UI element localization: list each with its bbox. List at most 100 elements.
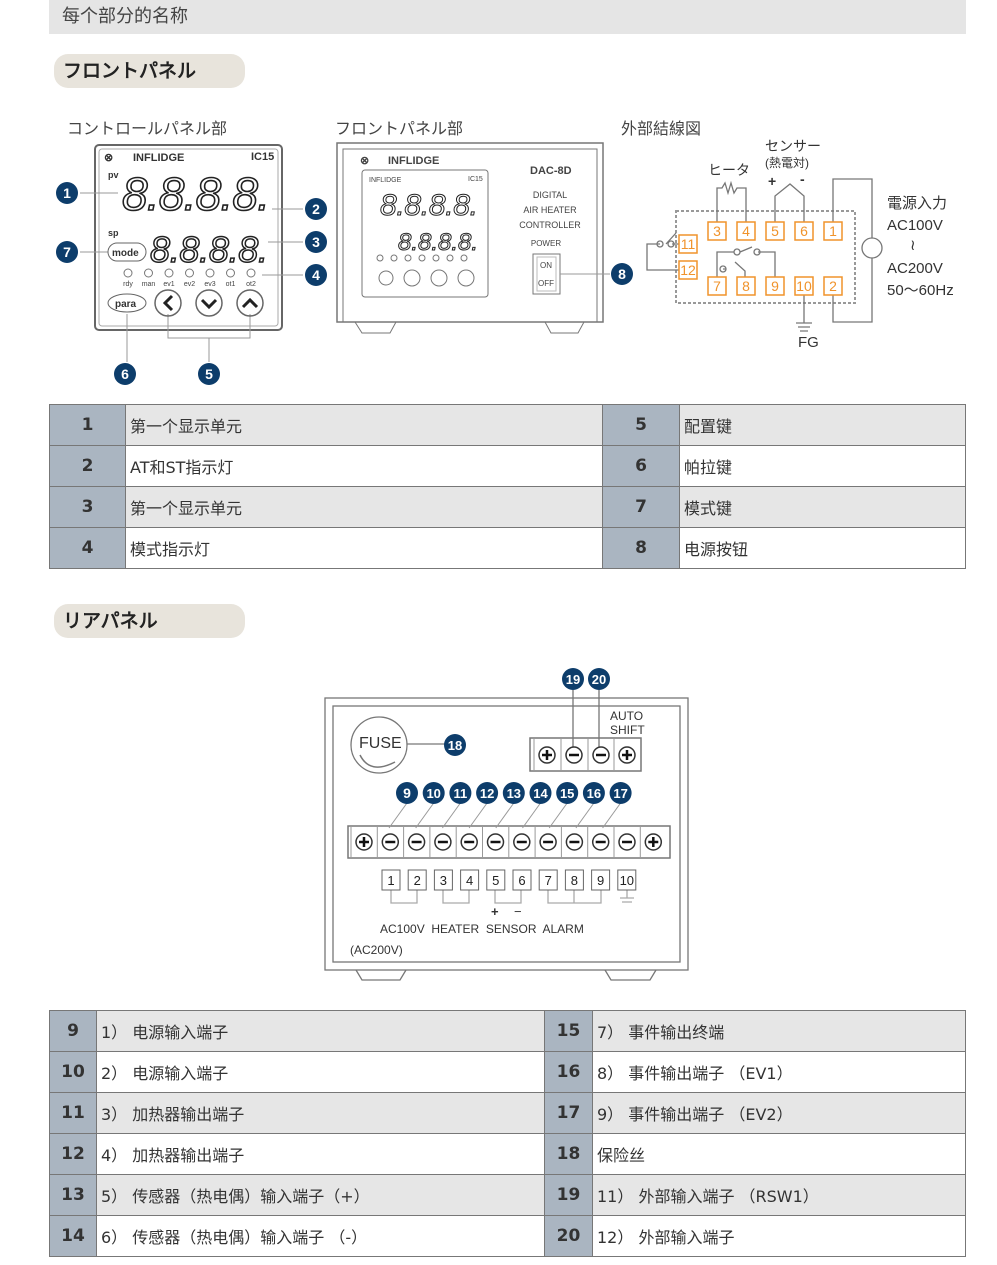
- rear-panel-diagram: [324, 690, 689, 981]
- callout-2: 2: [312, 201, 320, 217]
- leader-line: [468, 802, 488, 829]
- callout-15-badge: [556, 782, 579, 804]
- para-button[interactable]: para: [115, 299, 137, 310]
- terminal-box: [678, 234, 698, 254]
- terminal-number-box: [538, 869, 558, 891]
- wiring-diagram: [646, 178, 883, 332]
- part-number: 18: [544, 1133, 593, 1175]
- part-number: 19: [544, 1174, 593, 1216]
- part-number: 2: [49, 445, 126, 487]
- power-label: POWER: [531, 239, 561, 248]
- terminal-7: 7: [713, 278, 721, 294]
- mode-button[interactable]: mode: [112, 248, 139, 259]
- screw-slot: [542, 750, 552, 760]
- terminal-box: [794, 221, 814, 241]
- callout-1: 1: [63, 185, 71, 201]
- callout-7: 7: [63, 244, 71, 260]
- callout-13: 13: [507, 786, 521, 801]
- terminal-box: [678, 260, 698, 280]
- terminal-box: [707, 221, 727, 241]
- leader-line: [575, 802, 595, 829]
- led-label: ev3: [204, 281, 215, 288]
- part-number: 16: [544, 1051, 593, 1093]
- terminal-5: 5: [771, 223, 779, 239]
- callout-8-badge: [611, 263, 633, 285]
- callout-20: 20: [592, 672, 606, 687]
- mini-led-icon: [432, 254, 440, 262]
- callout-4: 4: [312, 267, 320, 283]
- part-number: 20: [544, 1215, 593, 1257]
- part-name: 11） 外部输入端子 （RSW1）: [592, 1174, 966, 1216]
- mini-led-icon: [404, 254, 412, 262]
- terminal-1: 1: [829, 223, 837, 239]
- leader-line: [522, 802, 541, 829]
- led-ev1-icon: [164, 268, 174, 278]
- part-name: 6） 传感器（热电偶）输入端子 （-）: [96, 1215, 545, 1257]
- mini-sp-display: 8.8.8.8.: [398, 229, 478, 256]
- power-input-label: AC100V: [887, 217, 943, 234]
- part-number: 15: [544, 1010, 593, 1052]
- power-switch-on[interactable]: ON: [540, 261, 552, 270]
- terminal-number-box: [407, 869, 427, 891]
- part-name: 电源按钮: [679, 527, 966, 569]
- callout-14: 14: [533, 786, 548, 801]
- part-number: 3: [49, 486, 126, 528]
- terminal-group-labels: AC100V HEATER SENSOR ALARM: [380, 922, 584, 936]
- callout-10: 10: [426, 786, 440, 801]
- terminal-number: 5: [492, 873, 499, 888]
- mini-led-icon: [460, 254, 468, 262]
- terminal-box: [794, 276, 814, 296]
- leader-line: [415, 802, 435, 829]
- callout-19-badge: [562, 668, 584, 690]
- led-label: ot2: [246, 281, 256, 288]
- led-label: man: [142, 281, 156, 288]
- power-switch-off[interactable]: OFF: [538, 279, 554, 288]
- part-name: 4） 加热器输出端子: [96, 1133, 545, 1175]
- callout-6: 6: [121, 366, 129, 382]
- part-name: 9） 事件输出端子 （EV2）: [592, 1092, 966, 1134]
- sensor-plus-label: +: [491, 904, 499, 919]
- callout-6-badge: [114, 363, 136, 385]
- mini-led-icon: [390, 254, 398, 262]
- caption-front-panel: フロントパネル部: [335, 119, 464, 138]
- caption-control-panel: コントロールパネル部: [67, 119, 228, 138]
- callout-19: 19: [566, 672, 580, 687]
- led-ev3-icon: [205, 268, 215, 278]
- terminal-number: 4: [466, 873, 473, 888]
- heater-label: ヒータ: [708, 162, 750, 178]
- control-brand: INFLIDGE: [133, 152, 184, 164]
- callout-18: 18: [448, 738, 462, 753]
- callout-16: 16: [587, 786, 601, 801]
- part-name: 帕拉键: [679, 445, 966, 487]
- callout-18-badge: [444, 734, 466, 756]
- part-number: 4: [49, 527, 126, 569]
- mini-led-icon: [376, 254, 384, 262]
- leader-line: [548, 802, 568, 829]
- led-label: ev1: [163, 281, 174, 288]
- terminal-number-box: [433, 869, 453, 891]
- control-panel-diagram: [80, 144, 303, 362]
- leader-line: [602, 802, 622, 829]
- callout-3-badge: [305, 231, 327, 253]
- callout-9: 9: [403, 785, 411, 801]
- callout-12: 12: [480, 786, 494, 801]
- sensor-label: センサー: [765, 138, 821, 154]
- callout-3: 3: [312, 234, 320, 250]
- callout-20-badge: [588, 668, 610, 690]
- sensor-plus: +: [768, 173, 776, 189]
- sensor-minus-label: −: [514, 904, 522, 919]
- part-number: 6: [602, 445, 680, 487]
- fuse-label: FUSE: [359, 735, 402, 752]
- part-number: 7: [602, 486, 680, 528]
- led-label: rdy: [123, 281, 133, 288]
- leader-line: [441, 802, 461, 829]
- part-number: 5: [602, 404, 680, 446]
- mini-led-icon: [446, 254, 454, 262]
- sensor-minus: -: [800, 171, 805, 187]
